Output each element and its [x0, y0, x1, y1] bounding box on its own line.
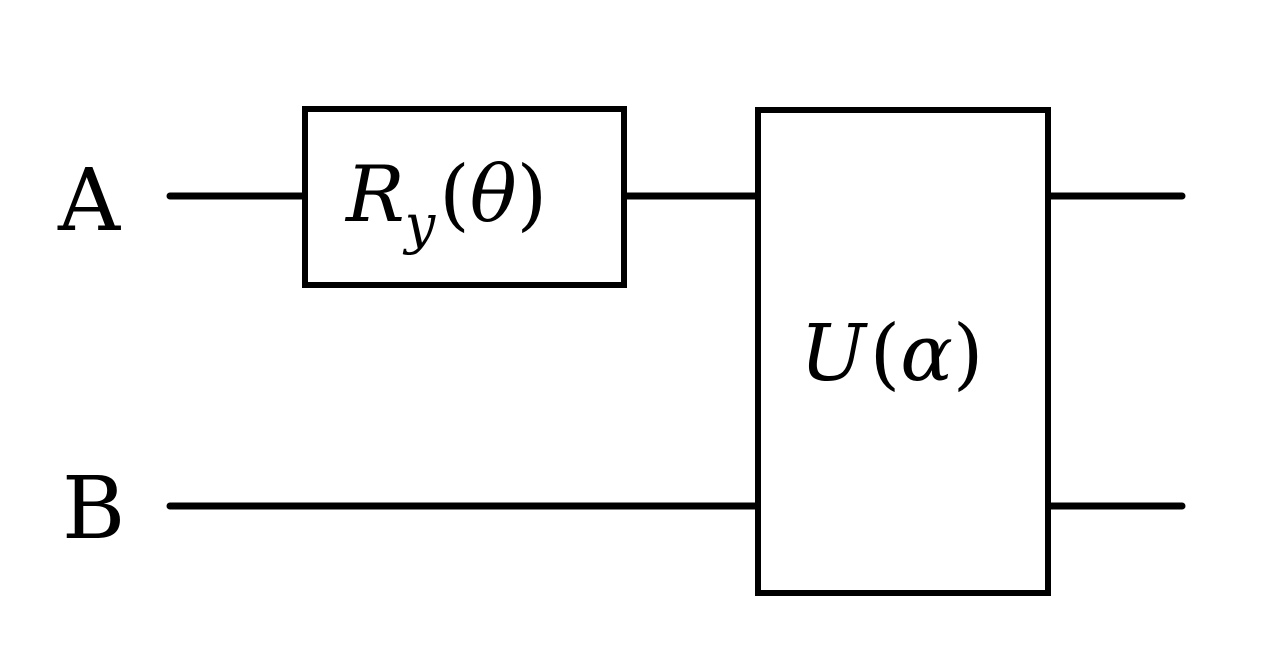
u-gate-param: α	[900, 309, 953, 399]
u-gate-label: U(α)	[800, 309, 983, 399]
u-gate-box	[755, 107, 1051, 596]
u-gate-open-paren: (	[870, 309, 900, 399]
qubit-label-a: A	[57, 151, 121, 251]
qubit-label-b: B	[62, 459, 125, 559]
ry-gate-subscript: y	[403, 193, 437, 256]
u-gate-close-paren: )	[953, 309, 983, 399]
ry-gate-open-paren: (	[439, 150, 469, 240]
ry-gate-label: Ry(θ)	[344, 150, 547, 256]
u-gate: U(α)	[755, 107, 1051, 596]
u-gate-symbol: U	[800, 309, 868, 399]
ry-gate: Ry(θ)	[302, 106, 627, 288]
ry-gate-symbol: R	[344, 150, 405, 240]
ry-gate-param: θ	[470, 150, 517, 240]
ry-gate-close-paren: )	[517, 150, 547, 240]
ry-gate-box	[302, 106, 627, 288]
